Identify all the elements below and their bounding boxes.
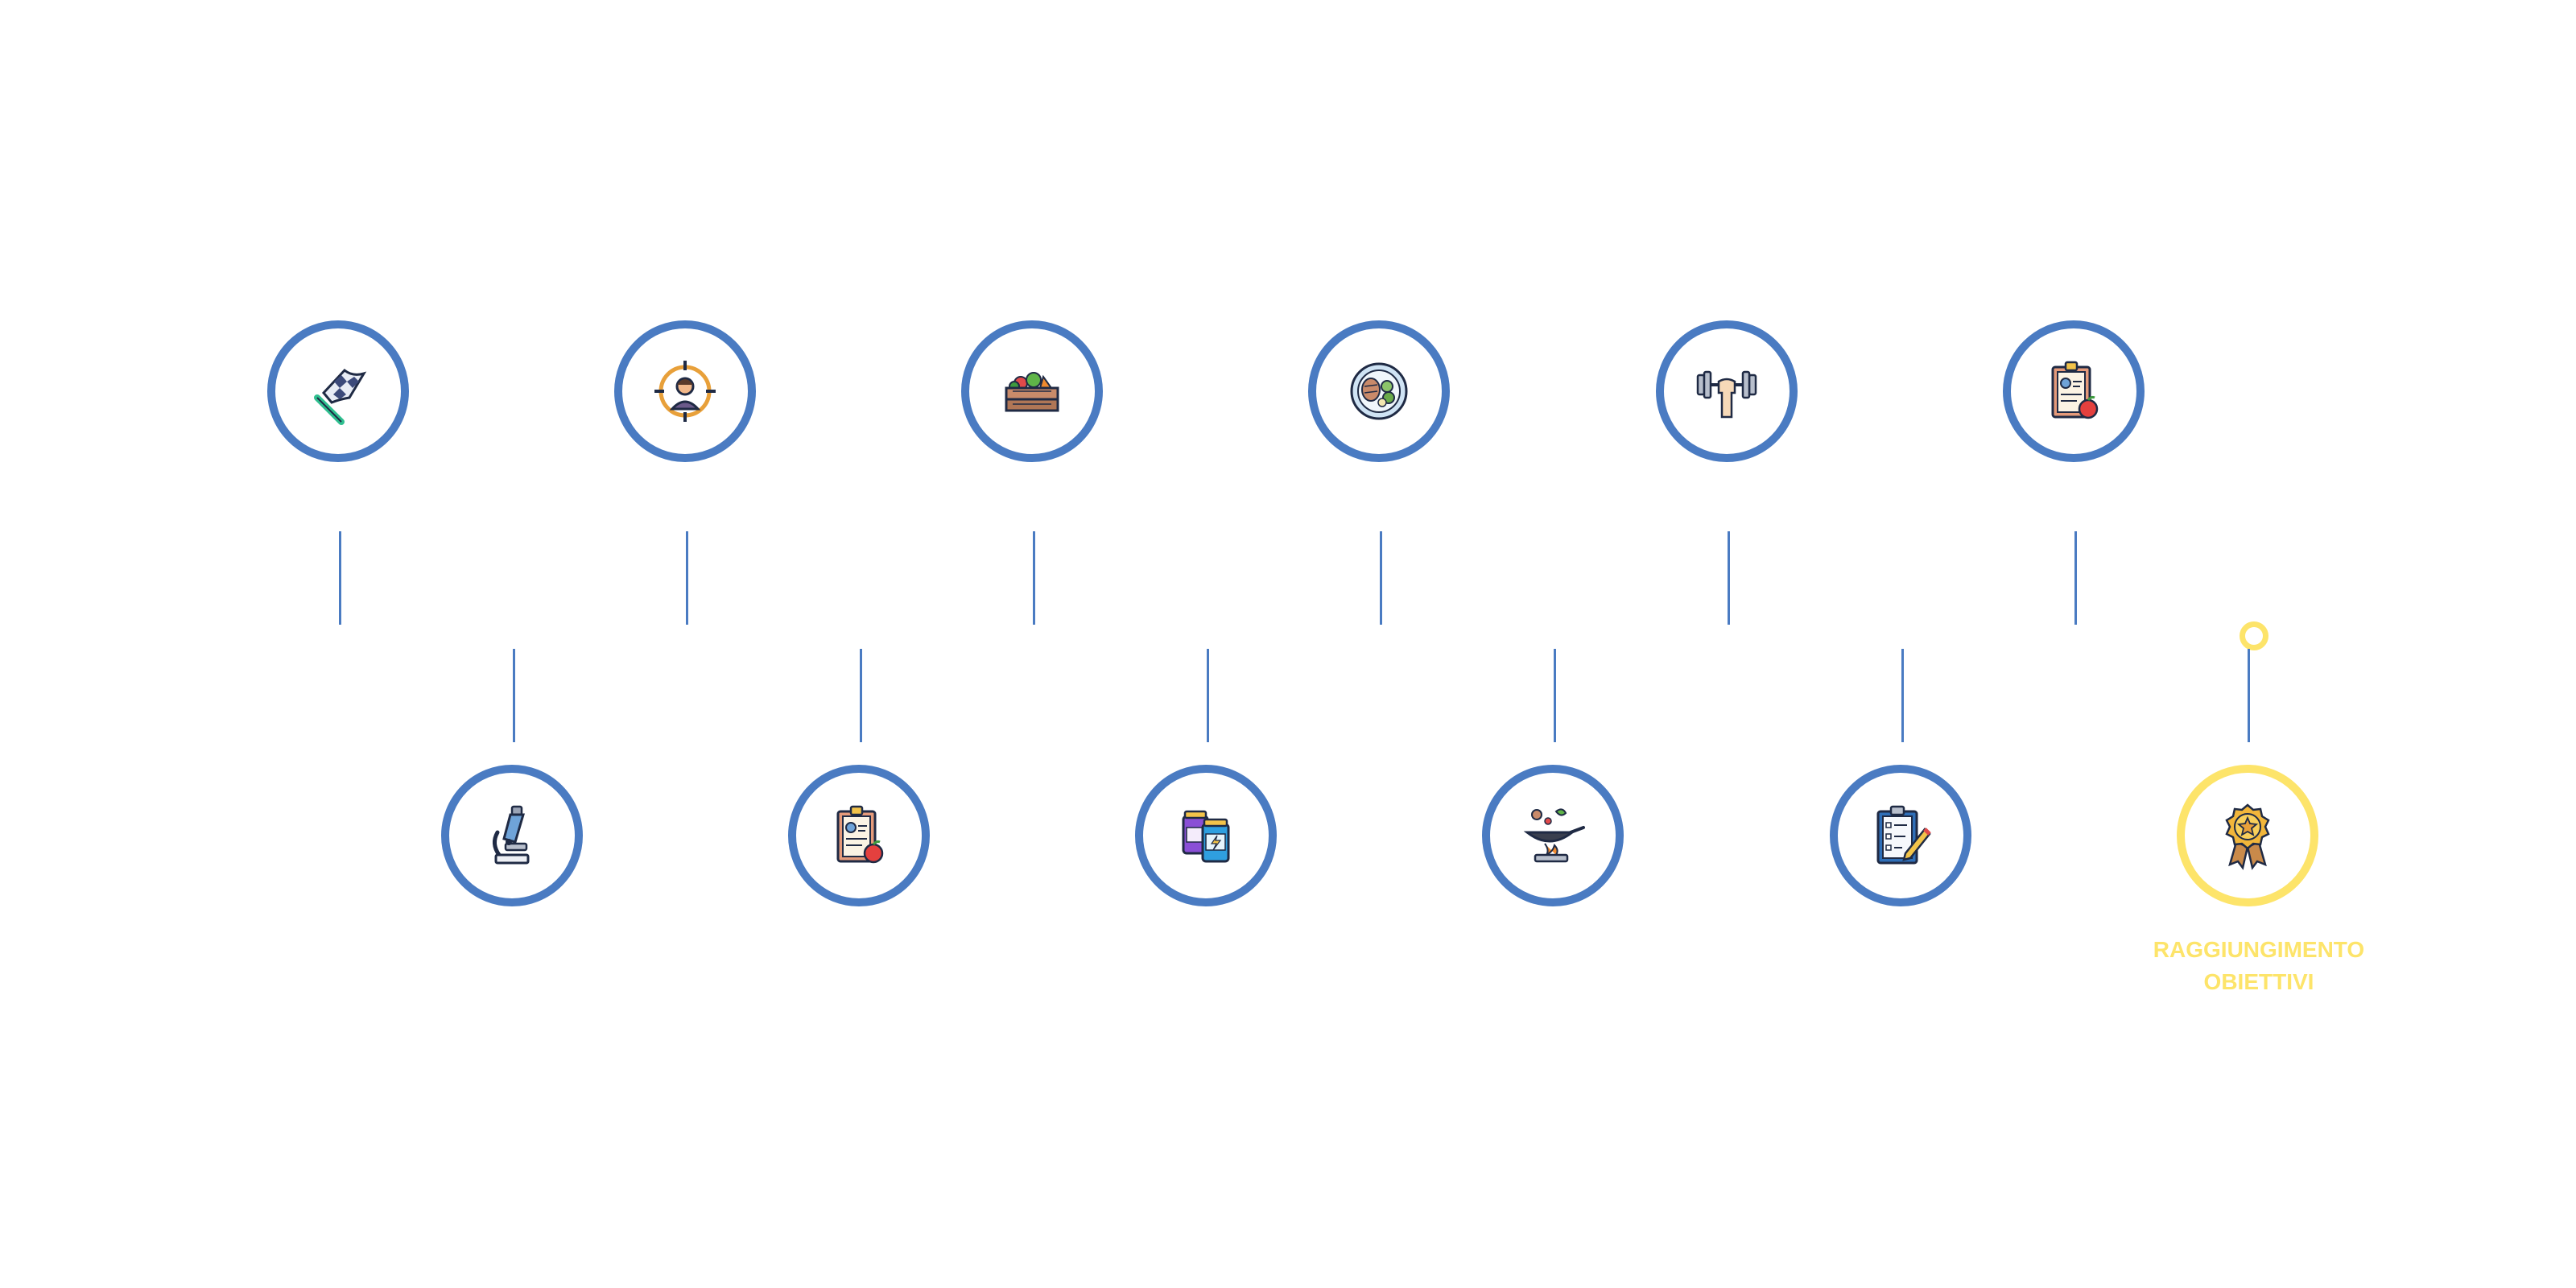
connector-line bbox=[2074, 531, 2077, 625]
checklist-clipboard-icon bbox=[1876, 805, 1931, 865]
goal-label: RAGGIUNGIMENTO OBIETTIVI bbox=[2090, 934, 2428, 998]
diet-plan-clipboard-icon bbox=[836, 805, 884, 864]
cooking-pan-icon bbox=[1523, 808, 1585, 863]
connector-line bbox=[1554, 649, 1556, 742]
supplements-icon bbox=[1182, 810, 1230, 863]
step-3-node bbox=[614, 320, 756, 462]
goal-marker-dot bbox=[2240, 621, 2268, 650]
step-10-node bbox=[1830, 765, 1971, 906]
step-11-node bbox=[2003, 320, 2145, 462]
step-5-node bbox=[961, 320, 1103, 462]
connector-line bbox=[513, 649, 515, 742]
step-2-node bbox=[441, 765, 583, 906]
connector-line bbox=[1901, 649, 1904, 742]
connector-line bbox=[339, 531, 341, 625]
connector-line bbox=[860, 649, 862, 742]
microscope-icon bbox=[493, 805, 530, 865]
goal-label-line1: RAGGIUNGIMENTO bbox=[2153, 937, 2365, 962]
connector-line bbox=[1033, 531, 1035, 625]
step-4-node bbox=[788, 765, 930, 906]
step-8-node bbox=[1482, 765, 1624, 906]
connector-line bbox=[686, 531, 688, 625]
meal-plate-icon bbox=[1350, 362, 1408, 420]
connector-line bbox=[1728, 531, 1730, 625]
goal-connector-line bbox=[2248, 649, 2250, 742]
step-1-node bbox=[267, 320, 409, 462]
connector-line bbox=[1207, 649, 1209, 742]
step-6-node bbox=[1135, 765, 1277, 906]
dumbbell-lift-icon bbox=[1696, 370, 1757, 419]
goal-label-line2: OBIETTIVI bbox=[2203, 969, 2314, 994]
checkered-flag-icon bbox=[314, 368, 367, 425]
award-badge-icon bbox=[2225, 803, 2270, 870]
target-person-icon bbox=[654, 361, 716, 422]
vegetable-crate-icon bbox=[1005, 372, 1059, 412]
step-9-node bbox=[1656, 320, 1798, 462]
goal-node bbox=[2177, 765, 2318, 906]
diet-plan-clipboard-icon bbox=[2051, 361, 2099, 419]
connector-line bbox=[1380, 531, 1382, 625]
step-7-node bbox=[1308, 320, 1450, 462]
